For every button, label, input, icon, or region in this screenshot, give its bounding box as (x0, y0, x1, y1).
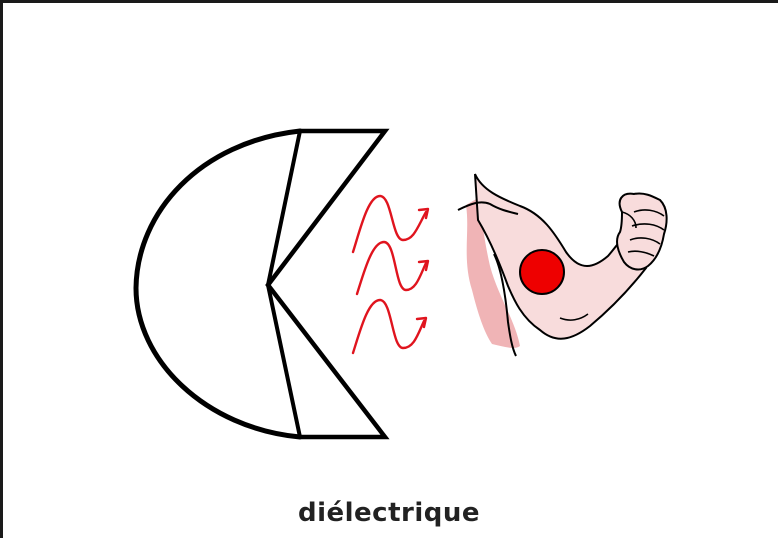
wave-bottom (353, 300, 426, 353)
caption-label: diélectrique (0, 498, 778, 528)
microwave-emitter-icon (136, 131, 385, 437)
wave-middle (357, 242, 428, 294)
electromagnetic-wave-icon (353, 196, 428, 353)
wave-top (353, 196, 428, 252)
heated-tissue-icon (520, 250, 564, 294)
